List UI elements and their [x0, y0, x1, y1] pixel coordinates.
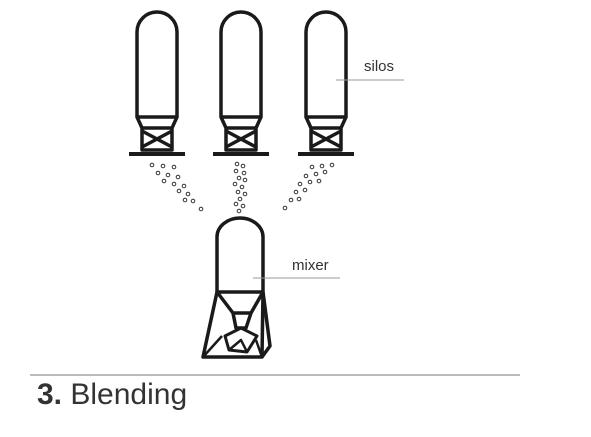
mixer: [201, 216, 272, 359]
mixer-label: mixer: [292, 257, 329, 274]
step-caption: 3. Blending: [37, 378, 187, 412]
step-number: 3.: [37, 378, 63, 411]
particles-left: [149, 162, 204, 212]
silos-label: silos: [364, 58, 395, 75]
particles-right: [282, 162, 335, 211]
silo-1: [129, 10, 185, 156]
silo-3: [298, 10, 354, 156]
silo-2: [213, 10, 269, 156]
particles-center: [232, 161, 248, 214]
step-title: Blending: [70, 378, 188, 411]
